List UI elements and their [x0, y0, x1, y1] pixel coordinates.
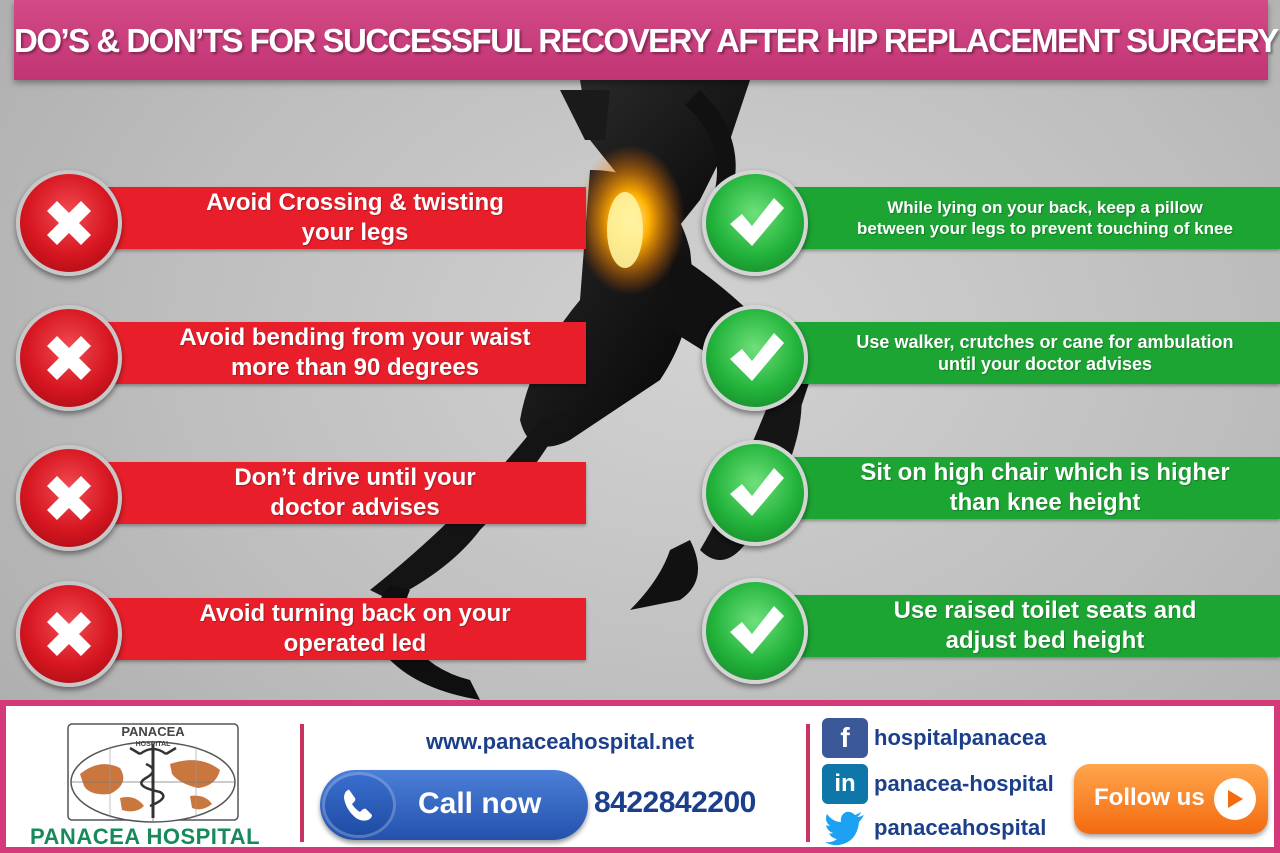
call-now-label: Call now — [418, 787, 542, 820]
do-text: While lying on your back, keep a pillow … — [857, 197, 1233, 238]
cross-icon — [16, 305, 122, 411]
do-banner: Use raised toilet seats and adjust bed h… — [762, 595, 1280, 657]
dont-text: Don’t drive until your doctor advises — [234, 464, 476, 521]
page-title: DO’S & DON’TS FOR SUCCESSFUL RECOVERY AF… — [14, 22, 1279, 59]
website-link[interactable]: www.panaceahospital.net — [426, 729, 695, 754]
dont-banner: Avoid Crossing & twisting your legs — [76, 187, 586, 249]
phone-number[interactable]: 8422842200 — [594, 786, 756, 819]
linkedin-link[interactable]: in panacea-hospital — [822, 764, 1054, 804]
do-banner: Sit on high chair which is higher than k… — [762, 457, 1280, 519]
do-item: While lying on your back, keep a pillow … — [702, 170, 1280, 276]
dont-text: Avoid turning back on your operated led — [199, 600, 511, 657]
dont-banner: Don’t drive until your doctor advises — [76, 462, 586, 524]
do-banner: While lying on your back, keep a pillow … — [762, 187, 1280, 249]
follow-us-button[interactable]: Follow us — [1074, 764, 1268, 834]
do-item: Sit on high chair which is higher than k… — [702, 440, 1280, 546]
do-item: Use walker, crutches or cane for ambulat… — [702, 305, 1280, 411]
facebook-handle: hospitalpanacea — [874, 725, 1047, 750]
twitter-handle: panaceahospital — [874, 815, 1047, 840]
follow-us-label: Follow us — [1094, 784, 1205, 811]
linkedin-icon: in — [822, 764, 868, 804]
linkedin-handle: panacea-hospital — [874, 771, 1054, 796]
check-icon — [702, 578, 808, 684]
facebook-icon: f — [822, 718, 868, 758]
dont-text: Avoid bending from your waist more than … — [179, 324, 531, 381]
dont-banner: Avoid turning back on your operated led — [76, 598, 586, 660]
do-item: Use raised toilet seats and adjust bed h… — [702, 578, 1280, 684]
play-arrow-icon — [1214, 778, 1256, 820]
facebook-link[interactable]: f hospitalpanacea — [822, 718, 1046, 758]
panacea-logo: PANACEA HOSPITAL — [67, 723, 239, 823]
do-text: Use walker, crutches or cane for ambulat… — [856, 331, 1234, 375]
logo-top-text: PANACEA — [121, 724, 185, 739]
do-banner: Use walker, crutches or cane for ambulat… — [762, 322, 1280, 384]
cross-icon — [16, 581, 122, 687]
check-icon — [702, 440, 808, 546]
dont-item: Don’t drive until your doctor advises — [16, 445, 586, 551]
cross-icon — [16, 445, 122, 551]
twitter-link[interactable]: panaceahospital — [822, 808, 1046, 848]
dont-banner: Avoid bending from your waist more than … — [76, 322, 586, 384]
footer-divider — [300, 724, 304, 842]
cross-icon — [16, 170, 122, 276]
call-now-button[interactable]: Call now — [320, 770, 588, 840]
title-banner: DO’S & DON’TS FOR SUCCESSFUL RECOVERY AF… — [14, 0, 1279, 80]
dont-text: Avoid Crossing & twisting your legs — [206, 189, 504, 246]
dont-item: Avoid turning back on your operated led — [16, 581, 586, 687]
hospital-name: PANACEA HOSPITAL — [30, 824, 261, 849]
dont-item: Avoid Crossing & twisting your legs — [16, 170, 586, 276]
check-icon — [702, 170, 808, 276]
logo-sub-text: HOSPITAL — [136, 741, 172, 748]
check-icon — [702, 305, 808, 411]
dont-item: Avoid bending from your waist more than … — [16, 305, 586, 411]
phone-icon — [322, 772, 396, 838]
footer: PANACEA HOSPITAL PANACEA HOSPITAL www.pa… — [0, 700, 1280, 853]
do-text: Sit on high chair which is higher than k… — [860, 459, 1230, 516]
do-text: Use raised toilet seats and adjust bed h… — [893, 597, 1197, 654]
twitter-icon — [822, 808, 868, 848]
footer-divider — [806, 724, 810, 842]
